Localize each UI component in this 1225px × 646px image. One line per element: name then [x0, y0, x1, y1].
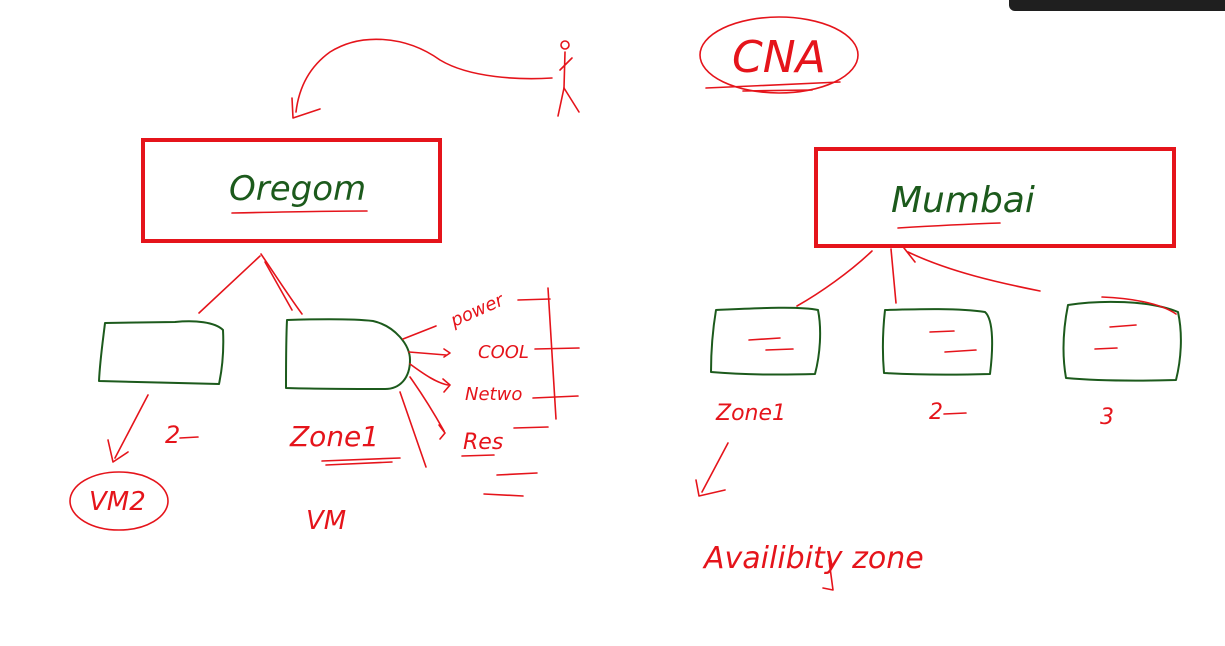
vm-label: VM	[306, 506, 346, 536]
tick-res	[513, 426, 549, 429]
facility-res-label: Res	[463, 430, 503, 455]
cna-label: CNA	[732, 32, 826, 83]
cna-underline	[705, 81, 841, 89]
zone-mumbai-3-line-b	[1094, 347, 1118, 350]
zone-mumbai-2-line-b	[944, 349, 977, 353]
tick-extra-1	[496, 472, 538, 476]
facility-link-res	[409, 376, 445, 432]
facility-power-label: power	[447, 289, 509, 332]
toolbar-strip[interactable]	[1009, 0, 1225, 11]
arrowhead-icon	[442, 378, 451, 393]
region-oregon-label: Oregom	[229, 169, 366, 209]
zone-to-vm-line	[399, 391, 427, 468]
cna-circle	[699, 16, 859, 94]
arrowhead-icon	[695, 479, 726, 497]
facility-link-cool	[408, 351, 447, 356]
oregon-branch-right	[260, 253, 303, 315]
arrowhead-icon	[107, 439, 129, 463]
mumbai-underline	[897, 222, 1001, 229]
vm2-label: VM2	[89, 487, 146, 517]
facility-link-network	[409, 363, 449, 386]
zone-mumbai-1-line-a	[748, 337, 781, 341]
oregon-branch-right-2	[264, 261, 293, 311]
vm2-circle	[69, 471, 169, 531]
oregon-underline	[231, 210, 368, 214]
region-box-oregon[interactable]	[141, 138, 442, 243]
facility-network-label: Netwo	[465, 384, 522, 405]
zone-box-mumbai-3[interactable]	[1062, 300, 1182, 382]
tick-network	[532, 395, 579, 399]
region-mumbai-label: Mumbai	[891, 180, 1035, 221]
oregon-branch-left	[198, 255, 261, 314]
mumbai-zone-1-label: Zone1	[715, 401, 786, 426]
zone-box-mumbai-2[interactable]	[881, 308, 994, 376]
zone1-underline	[321, 457, 401, 462]
zone-box-oregon-2[interactable]	[98, 320, 225, 385]
mumbai-zone-2-label: 2	[929, 400, 943, 425]
cna-underline-2	[742, 89, 813, 92]
zone-mumbai-3-top	[1101, 296, 1177, 315]
facility-link-power	[402, 325, 437, 340]
zone-2-dash	[943, 412, 967, 415]
zone-mumbai-1-line-b	[765, 348, 794, 351]
oregon-zone-2-label: 2	[165, 421, 180, 449]
region-box-mumbai[interactable]	[814, 147, 1176, 248]
mumbai-branch-3	[907, 251, 1041, 292]
facility-cool-label: COOL	[478, 342, 529, 363]
arrowhead-icon	[443, 348, 451, 358]
arrowhead-icon	[291, 97, 321, 119]
zone-to-az-arrow	[701, 442, 729, 493]
res-underline	[461, 454, 495, 457]
availability-y-tail	[822, 559, 834, 591]
tick-cool	[534, 347, 580, 350]
mumbai-branch-2	[890, 248, 897, 304]
mumbai-zone-3-label: 3	[1100, 405, 1114, 430]
user-to-region-arrow	[295, 38, 553, 113]
availability-zone-label: Availibity zone	[702, 541, 924, 576]
zone-2-dash	[179, 436, 199, 439]
oregon-zone-1-label: Zone1	[289, 420, 379, 453]
zone-box-mumbai-1[interactable]	[710, 306, 822, 376]
zone1-underline-2	[325, 461, 393, 466]
arrowhead-icon	[438, 424, 446, 440]
zone-to-vm2-arrow	[114, 394, 149, 459]
tick-extra-2	[483, 493, 524, 497]
zone-box-oregon-1[interactable]	[285, 318, 411, 390]
mumbai-branch-3b	[903, 247, 916, 263]
facility-bracket	[547, 287, 557, 420]
user-figure-icon	[557, 40, 580, 117]
mumbai-branch-1	[796, 250, 873, 307]
zone-mumbai-3-line-a	[1109, 324, 1137, 328]
zone-mumbai-2-line-a	[929, 330, 955, 333]
tick-power	[517, 298, 551, 301]
